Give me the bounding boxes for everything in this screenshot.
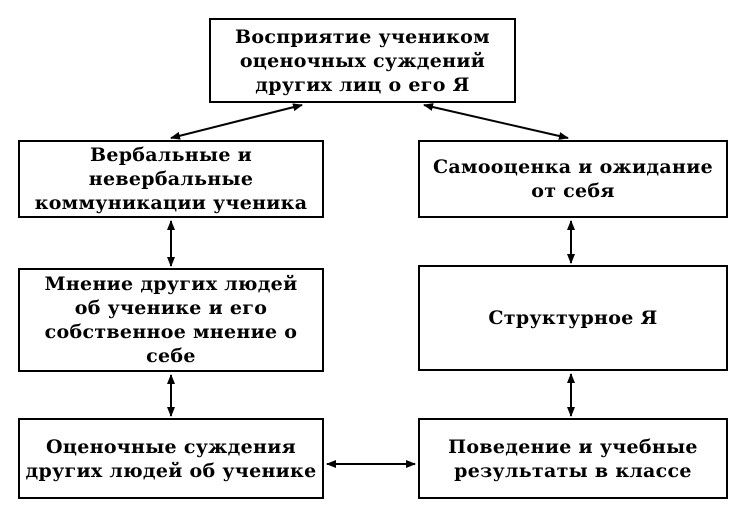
node-text: Мнение других людей об ученике и его соб… xyxy=(45,272,298,368)
node-line: Структурное Я xyxy=(488,306,657,330)
node-line: об ученике и его xyxy=(45,296,298,320)
node-line: себе xyxy=(45,344,298,368)
node-line: коммуникации ученика xyxy=(35,191,308,215)
node-text: Структурное Я xyxy=(488,306,657,330)
node-text: Поведение и учебные результаты в классе xyxy=(448,435,698,483)
node-line: Самооценка и ожидание xyxy=(433,155,713,179)
node-line: результаты в классе xyxy=(448,459,698,483)
node-line: Вербальные и xyxy=(35,143,308,167)
node-self-esteem: Самооценка и ожидание от себя xyxy=(418,140,728,218)
node-line: Мнение других людей xyxy=(45,272,298,296)
node-line: других людей об ученике xyxy=(26,459,317,483)
node-line: собственное мнение о xyxy=(45,320,298,344)
node-line: Восприятие учеником xyxy=(235,25,490,49)
node-line: Поведение и учебные xyxy=(448,435,698,459)
arrow-top-verbal xyxy=(171,105,302,138)
node-line: невербальные xyxy=(35,167,308,191)
arrow-top-self-esteem xyxy=(424,105,568,138)
node-text: Восприятие учеником оценочных суждений д… xyxy=(235,25,490,97)
node-opinion-of-others: Мнение других людей об ученике и его соб… xyxy=(18,268,324,372)
node-verbal-communications: Вербальные и невербальные коммуникации у… xyxy=(18,140,324,218)
node-text: Вербальные и невербальные коммуникации у… xyxy=(35,143,308,215)
node-line: других лиц о его Я xyxy=(235,73,490,97)
node-text: Оценочные суждения других людей об учени… xyxy=(26,435,317,483)
node-perception-of-judgments: Восприятие учеником оценочных суждений д… xyxy=(209,18,516,103)
node-behavior-results: Поведение и учебные результаты в классе xyxy=(418,418,728,499)
node-judgments-of-others: Оценочные суждения других людей об учени… xyxy=(18,418,324,499)
node-structural-self: Структурное Я xyxy=(418,265,728,371)
node-line: оценочных суждений xyxy=(235,49,490,73)
node-line: от себя xyxy=(433,179,713,203)
node-text: Самооценка и ожидание от себя xyxy=(433,155,713,203)
node-line: Оценочные суждения xyxy=(26,435,317,459)
